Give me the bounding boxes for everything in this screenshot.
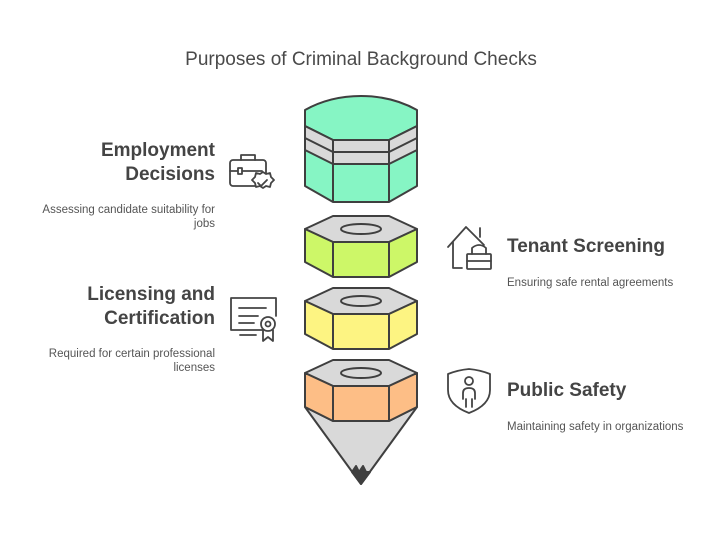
pencil-lead bbox=[351, 465, 371, 485]
public-safety-description: Maintaining safety in organizations bbox=[507, 421, 684, 433]
eraser-top bbox=[304, 95, 418, 141]
briefcase-badge-icon bbox=[229, 154, 275, 189]
employment-description-line1: Assessing candidate suitability for bbox=[42, 204, 215, 216]
employment-heading-line1: Employment bbox=[100, 140, 215, 161]
segment-tenant bbox=[304, 215, 418, 278]
licensing-heading: Licensing and Certification bbox=[40, 283, 215, 331]
tenant-heading: Tenant Screening bbox=[507, 236, 666, 257]
licensing-heading-line1: Licensing and bbox=[87, 284, 215, 305]
public-safety-heading: Public Safety bbox=[507, 380, 627, 401]
employment-description: Assessing candidate suitability for jobs bbox=[10, 203, 215, 231]
house-lock-icon bbox=[447, 226, 492, 270]
tenant-description: Ensuring safe rental agreements bbox=[507, 277, 674, 289]
licensing-heading-line2: Certification bbox=[104, 308, 215, 329]
shield-person-icon bbox=[447, 368, 491, 414]
licensing-description-line1: Required for certain professional bbox=[48, 348, 215, 360]
licensing-description: Required for certain professional licens… bbox=[10, 347, 215, 375]
licensing-description-line2: licenses bbox=[173, 362, 215, 374]
segment-public-safety bbox=[304, 359, 418, 485]
segment-licensing bbox=[304, 287, 418, 350]
employment-heading-line2: Decisions bbox=[125, 164, 215, 185]
diagram-title: Purposes of Criminal Background Checks bbox=[185, 49, 537, 70]
employment-description-line2: jobs bbox=[193, 218, 215, 230]
certificate-icon bbox=[230, 297, 277, 342]
employment-heading: Employment Decisions bbox=[40, 139, 215, 187]
eraser-segment bbox=[304, 95, 418, 203]
